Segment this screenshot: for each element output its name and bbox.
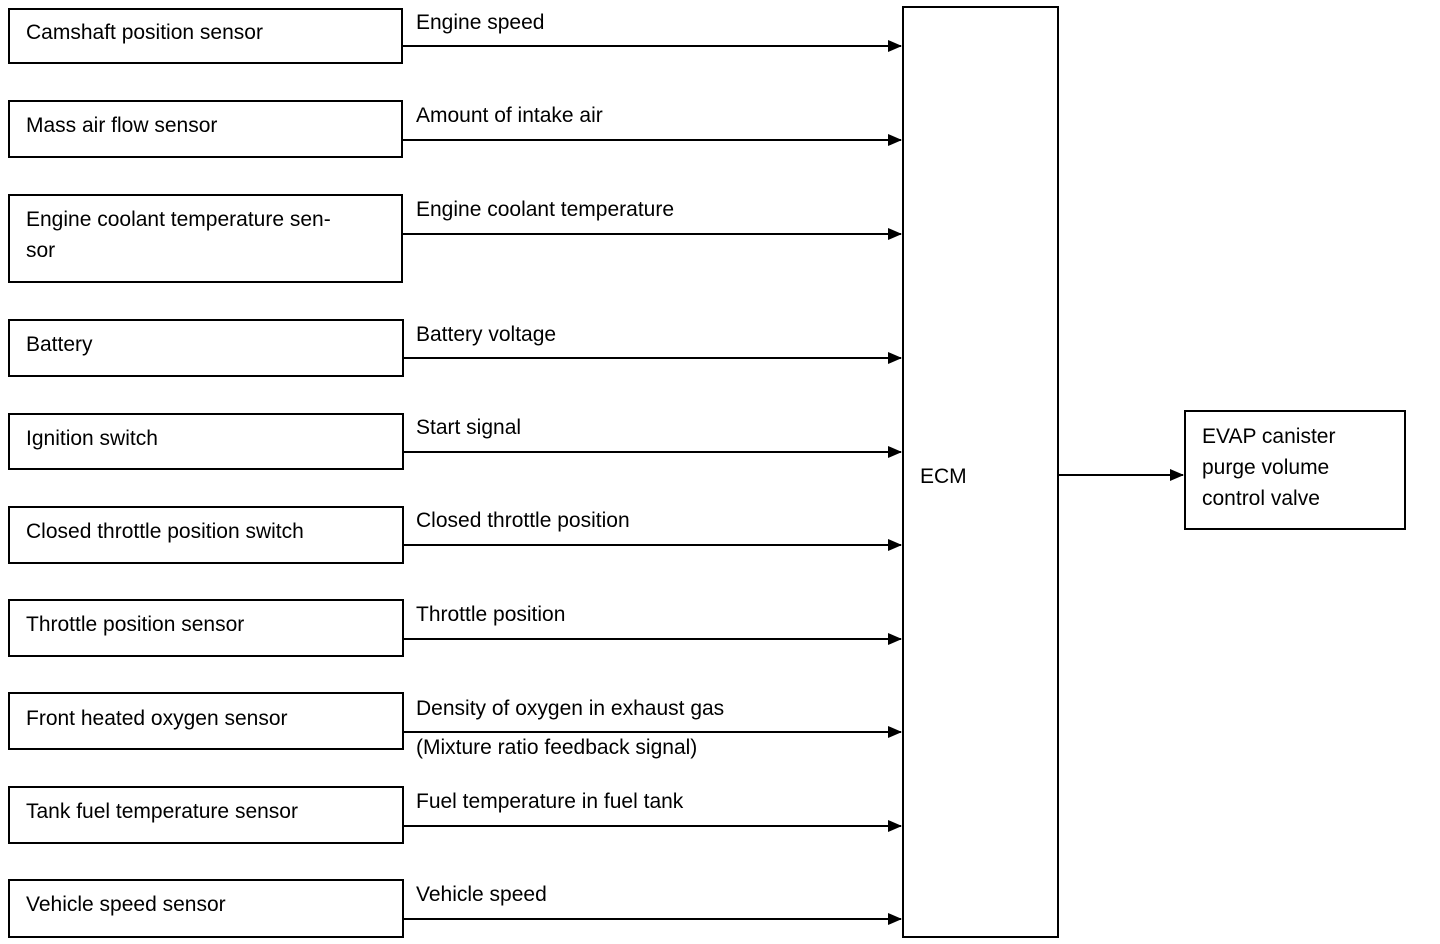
sensor-box-vehicle-speed: Vehicle speed sensor xyxy=(8,879,404,938)
sensor-box-tank-fuel-temp: Tank fuel temperature sensor xyxy=(8,786,404,844)
signal-label-fuel-temp: Fuel temperature in fuel tank xyxy=(416,790,684,813)
sensor-label: Camshaft position sensor xyxy=(26,21,263,44)
signal-label-engine-speed: Engine speed xyxy=(416,11,545,34)
sensor-label: Tank fuel temperature sensor xyxy=(26,800,298,823)
signal-label-intake-air: Amount of intake air xyxy=(416,104,603,127)
ecm-label: ECM xyxy=(920,465,967,488)
sensor-label: Front heated oxygen sensor xyxy=(26,707,288,730)
sensor-label: Engine coolant temperature sen- sor xyxy=(26,208,331,262)
signal-label-start-signal: Start signal xyxy=(416,416,522,439)
sensor-label: Throttle position sensor xyxy=(26,613,245,636)
sensor-box-battery: Battery xyxy=(8,319,404,377)
sensor-label: Closed throttle position switch xyxy=(26,520,304,543)
signal-label-vehicle-speed: Vehicle speed xyxy=(416,883,547,906)
signal-label-oxygen-density: Density of oxygen in exhaust gas xyxy=(416,697,725,720)
signal-label-mixture-feedback: (Mixture ratio feedback signal) xyxy=(416,736,698,759)
sensor-box-front-oxygen: Front heated oxygen sensor xyxy=(8,692,404,750)
evap-valve-label: EVAP canister purge volume control valve xyxy=(1202,425,1336,510)
sensor-label: Vehicle speed sensor xyxy=(26,893,226,916)
evap-valve-box: EVAP canister purge volume control valve xyxy=(1184,410,1406,530)
ecm-box: ECM xyxy=(902,6,1059,938)
signal-label-battery-voltage: Battery voltage xyxy=(416,323,557,346)
sensor-label: Battery xyxy=(26,333,93,356)
sensor-label: Ignition switch xyxy=(26,427,158,450)
sensor-box-engine-coolant-temp: Engine coolant temperature sen- sor xyxy=(8,194,403,283)
signal-label-throttle-position: Throttle position xyxy=(416,603,566,626)
sensor-box-mass-air-flow: Mass air flow sensor xyxy=(8,100,403,158)
signal-label-coolant-temp: Engine coolant temperature xyxy=(416,198,674,221)
sensor-box-camshaft: Camshaft position sensor xyxy=(8,8,403,64)
sensor-box-closed-throttle-switch: Closed throttle position switch xyxy=(8,506,404,564)
sensor-box-ignition-switch: Ignition switch xyxy=(8,413,404,470)
sensor-box-throttle-position: Throttle position sensor xyxy=(8,599,404,657)
sensor-label: Mass air flow sensor xyxy=(26,114,218,137)
signal-label-closed-throttle: Closed throttle position xyxy=(416,509,630,532)
